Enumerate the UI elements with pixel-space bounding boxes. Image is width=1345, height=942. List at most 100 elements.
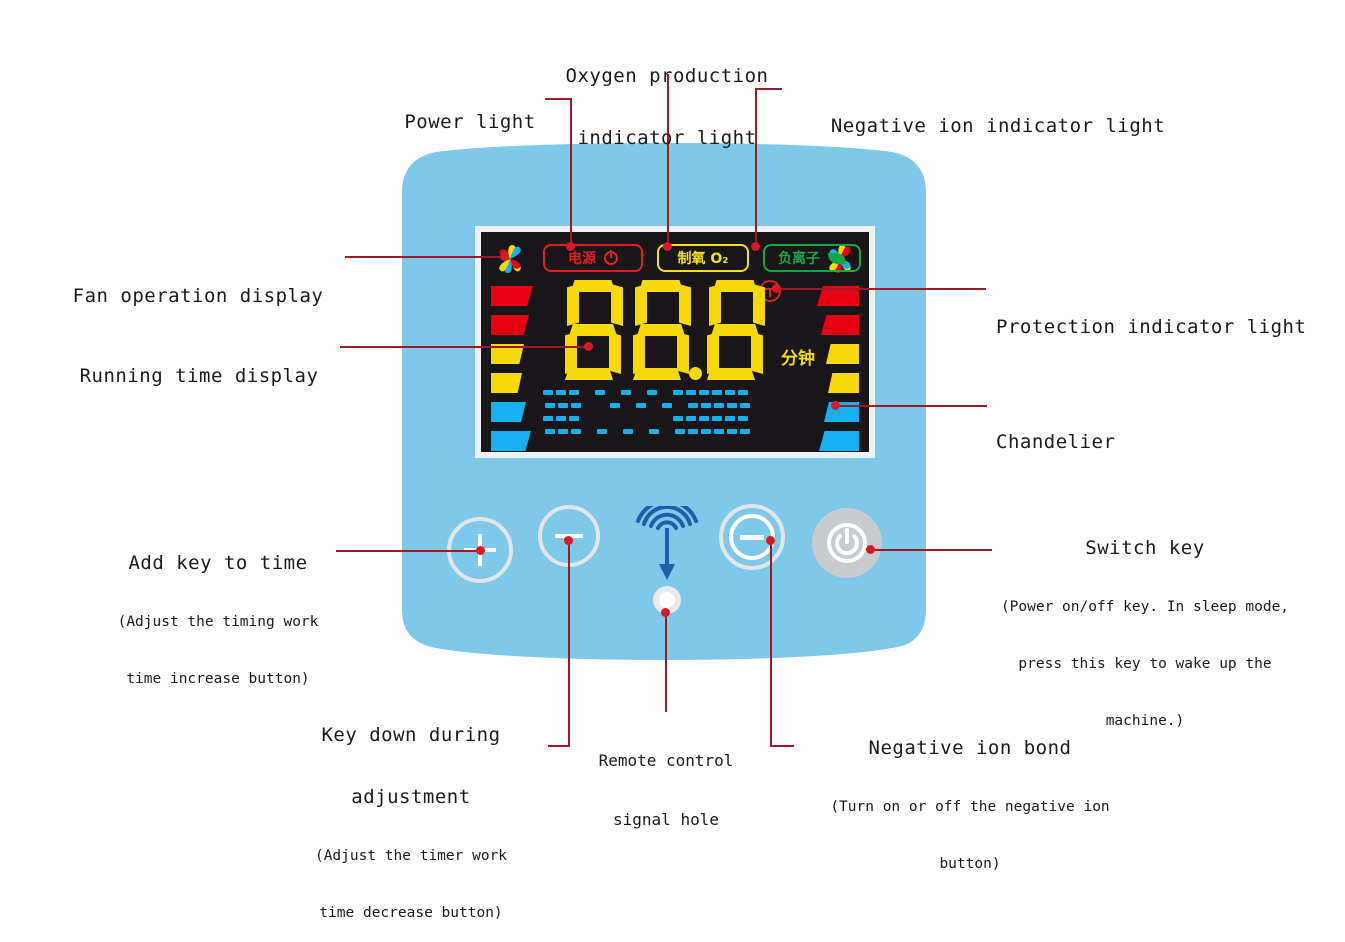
matrix-segment — [701, 403, 711, 408]
negative-ion-indicator-label: 负离子 — [778, 251, 820, 267]
ir-signal-waves-icon — [636, 506, 698, 580]
matrix-segment — [740, 403, 750, 408]
negative-ion-key[interactable] — [719, 504, 785, 570]
matrix-segment — [569, 416, 579, 421]
leader-dot-addkey — [476, 546, 485, 555]
leader-ionbond-h — [770, 745, 794, 747]
leader-dot-time — [584, 342, 593, 351]
matrix-segment — [647, 390, 657, 395]
power-switch-key-inner[interactable] — [827, 523, 867, 563]
negative-ion-indicator-pill: 负离子 — [763, 244, 861, 272]
chandelier-bars-right — [813, 286, 861, 452]
leader-dot-ion — [751, 242, 760, 251]
matrix-segment — [701, 429, 711, 434]
fan-operation-icon-left — [499, 245, 521, 273]
matrix-segment — [649, 429, 659, 434]
chandelier-bars-left — [489, 286, 537, 452]
matrix-segment — [558, 403, 568, 408]
matrix-segment — [545, 403, 555, 408]
matrix-segment — [545, 429, 555, 434]
matrix-segment — [686, 416, 696, 421]
running-time-digits — [565, 280, 777, 380]
power-indicator-label: 电源 — [568, 251, 596, 267]
leader-switch-h — [872, 549, 992, 551]
callout-add-key: Add key to time (Adjust the timing work … — [117, 552, 319, 687]
matrix-segment — [714, 403, 724, 408]
callout-oxygen-light: Oxygen production indicator light — [565, 65, 769, 150]
matrix-segment — [714, 429, 724, 434]
power-indicator-pill: 电源 — [543, 244, 643, 272]
matrix-segment — [610, 403, 620, 408]
leader-dot-chandelier — [831, 401, 840, 410]
matrix-segment — [558, 429, 568, 434]
matrix-segment — [571, 403, 581, 408]
matrix-segment — [623, 429, 633, 434]
oxygen-indicator-pill: 制氧 O₂ — [657, 244, 749, 272]
leader-downkey-v — [568, 540, 570, 745]
leader-ion-v — [755, 88, 757, 246]
leader-addkey-h — [336, 550, 480, 552]
matrix-segment — [621, 390, 631, 395]
matrix-segment — [725, 416, 735, 421]
segment-matrix — [543, 390, 793, 444]
matrix-segment — [569, 390, 579, 395]
leaf-icon — [828, 252, 846, 264]
matrix-segment — [673, 390, 683, 395]
leader-dot-ionbond — [766, 536, 775, 545]
matrix-segment — [740, 429, 750, 434]
lcd-screen: 电源 制氧 O₂ 负离子 — [481, 232, 869, 452]
callout-down-key: Key down during adjustment (Adjust the t… — [314, 724, 508, 922]
callout-negative-ion-light: Negative ion indicator light — [830, 115, 1166, 138]
leader-power-light-v — [570, 98, 572, 246]
leader-ionbond-v — [770, 540, 772, 747]
matrix-segment — [688, 429, 698, 434]
decimal-point — [689, 367, 702, 380]
matrix-segment — [595, 390, 605, 395]
matrix-segment — [556, 416, 566, 421]
callout-remote-hole: Remote control signal hole — [598, 751, 734, 829]
callout-chandelier: Chandelier — [996, 431, 1116, 454]
matrix-segment — [675, 429, 685, 434]
power-symbol-icon — [835, 528, 859, 556]
matrix-segment — [673, 416, 683, 421]
leader-protection-h — [776, 288, 986, 290]
matrix-segment — [571, 429, 581, 434]
leader-ion-h — [755, 88, 782, 90]
callout-fan-display: Fan operation display — [72, 285, 324, 308]
matrix-segment — [699, 416, 709, 421]
leader-dot-oxygen — [663, 242, 672, 251]
matrix-segment — [727, 403, 737, 408]
leader-dot-remote — [661, 608, 670, 617]
matrix-segment — [556, 390, 566, 395]
matrix-segment — [738, 390, 748, 395]
leader-dot-fan — [500, 252, 509, 261]
leader-dot-protection — [772, 284, 781, 293]
matrix-segment — [699, 390, 709, 395]
leader-dot-downkey — [564, 536, 573, 545]
callout-protection-light: Protection indicator light — [996, 316, 1307, 339]
matrix-segment — [543, 416, 553, 421]
leader-fan-h — [345, 256, 505, 258]
leader-power-light-h — [545, 98, 572, 100]
matrix-segment — [712, 416, 722, 421]
callout-power-light: Power light — [404, 111, 536, 134]
leader-downkey-h — [548, 745, 570, 747]
matrix-segment — [688, 403, 698, 408]
matrix-segment — [662, 403, 672, 408]
lcd-screen-bezel: 电源 制氧 O₂ 负离子 — [475, 226, 875, 458]
matrix-segment — [597, 429, 607, 434]
leader-time-h — [340, 346, 590, 348]
minutes-unit-label: 分钟 — [781, 349, 815, 369]
callout-running-time: Running time display — [79, 365, 319, 388]
leader-remote-v — [665, 612, 667, 712]
leader-dot-switch — [866, 545, 875, 554]
matrix-segment — [738, 416, 748, 421]
leader-oxygen-v — [667, 74, 669, 246]
callout-switch-key: Switch key (Power on/off key. In sleep m… — [1000, 537, 1290, 729]
matrix-segment — [725, 390, 735, 395]
matrix-segment — [686, 390, 696, 395]
leader-dot-power — [566, 242, 575, 251]
matrix-segment — [712, 390, 722, 395]
power-symbol-icon — [604, 250, 618, 265]
matrix-segment — [636, 403, 646, 408]
